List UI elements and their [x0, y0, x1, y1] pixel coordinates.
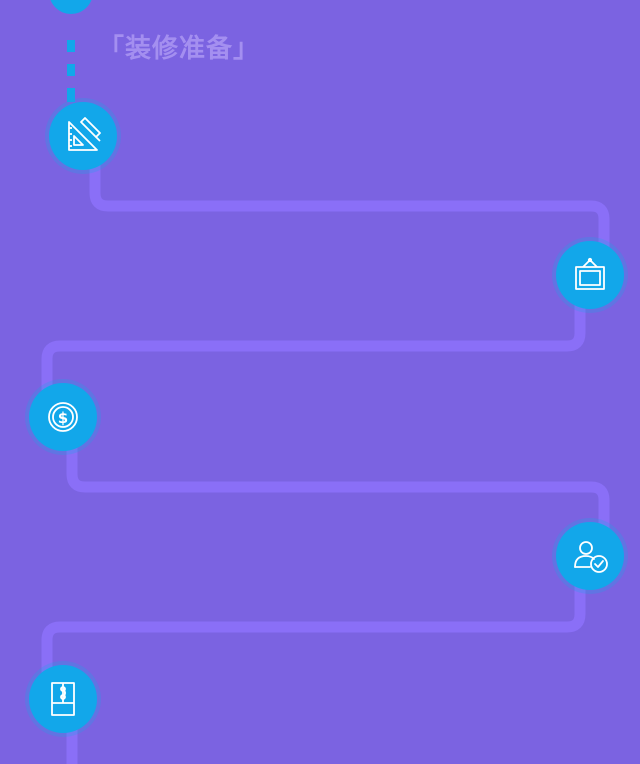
previous-node-edge [50, 0, 92, 14]
svg-text:$: $ [58, 409, 68, 427]
page-title: 「装修准备」 [98, 34, 261, 64]
step-node-style[interactable] [556, 241, 624, 309]
contract-envelope-icon [51, 682, 75, 716]
serpentine-road [41, 144, 610, 764]
path-dash [67, 88, 75, 102]
path-dash [67, 40, 75, 52]
coin-dollar-icon: $ [48, 402, 78, 432]
user-check-icon [574, 541, 608, 573]
path-dash [67, 64, 75, 76]
step-node-company[interactable] [556, 522, 624, 590]
step-node-design[interactable] [49, 102, 117, 170]
step-node-contract[interactable] [29, 665, 97, 733]
picture-frame-icon [575, 257, 605, 290]
ruler-triangle-icon [68, 117, 101, 151]
step-node-budget[interactable]: $ [29, 383, 97, 451]
